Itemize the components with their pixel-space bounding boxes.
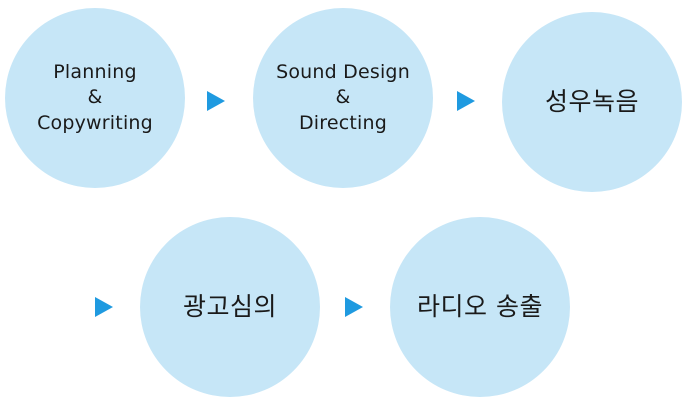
step-label: 광고심의 xyxy=(182,292,277,321)
triangle-right-icon xyxy=(457,91,475,111)
step-label: Planning & Copywriting xyxy=(37,61,153,134)
triangle-right-icon xyxy=(207,91,225,111)
step-label: 성우녹음 xyxy=(544,87,639,116)
step-sound-design-directing: Sound Design & Directing xyxy=(253,8,433,188)
step-label: 라디오 송출 xyxy=(417,292,543,321)
triangle-right-icon xyxy=(345,297,363,317)
step-planning-copywriting: Planning & Copywriting xyxy=(5,8,185,188)
step-ad-review: 광고심의 xyxy=(140,217,320,397)
triangle-right-icon xyxy=(95,297,113,317)
step-voice-recording: 성우녹음 xyxy=(502,12,682,192)
step-label: Sound Design & Directing xyxy=(276,61,410,134)
step-radio-broadcast: 라디오 송출 xyxy=(390,217,570,397)
